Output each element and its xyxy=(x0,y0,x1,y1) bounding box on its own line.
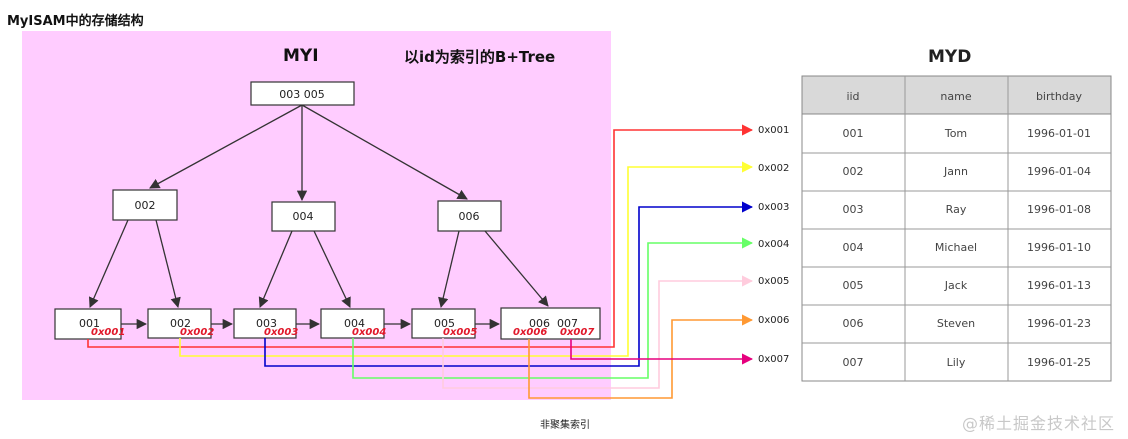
tree-edges xyxy=(88,104,549,330)
leaf-node-001: 001 0x001 xyxy=(54,308,125,340)
table-cell: Michael xyxy=(935,241,977,254)
myi-subtitle: 以id为索引的B+Tree xyxy=(404,48,555,66)
page-title: MyISAM中的存储结构 xyxy=(7,14,144,29)
address-label: 0x001 xyxy=(758,125,789,136)
leaf-node-004: 004 0x004 xyxy=(320,308,386,339)
myd-table: iid name birthday 001 Tom 1996-01-01 002… xyxy=(801,75,1112,382)
diagram-caption: 非聚集索引 xyxy=(540,420,590,431)
myi-label: MYI xyxy=(283,46,319,66)
pointer-line xyxy=(442,275,754,389)
pointer-line xyxy=(179,161,754,357)
address-label: 0x003 xyxy=(758,202,789,213)
table-cell: 1996-01-23 xyxy=(1027,317,1091,330)
internal-node-label: 002 xyxy=(135,199,156,212)
leaf-node-key: 004 xyxy=(344,317,365,330)
internal-node-006: 006 xyxy=(437,200,502,232)
pointer-line xyxy=(87,124,754,348)
tree-edge xyxy=(149,104,303,189)
table-cell: Ray xyxy=(946,203,967,216)
column-header: iid xyxy=(846,90,859,103)
address-label: 0x002 xyxy=(758,163,789,174)
leaf-node-key: 002 xyxy=(170,317,191,330)
table-cell: 004 xyxy=(843,241,864,254)
table-cell: 001 xyxy=(843,127,864,140)
table-cell: 1996-01-10 xyxy=(1027,241,1091,254)
address-label: 0x004 xyxy=(758,239,789,250)
address-label: 0x007 xyxy=(758,354,789,365)
table-cell: 002 xyxy=(843,165,864,178)
pointer-line xyxy=(264,201,754,367)
watermark: @稀土掘金技术社区 xyxy=(962,414,1116,433)
pointer-line xyxy=(528,314,754,399)
table-cell: 003 xyxy=(843,203,864,216)
table-cell: 1996-01-13 xyxy=(1027,279,1091,292)
table-cell: 1996-01-25 xyxy=(1027,356,1091,369)
root-node: 003 005 xyxy=(250,81,355,106)
column-header: birthday xyxy=(1036,90,1083,103)
address-label: 0x006 xyxy=(758,315,789,326)
internal-node-002: 002 xyxy=(112,189,178,221)
tree-edge xyxy=(438,230,460,309)
leaf-node-addr: 0x001 xyxy=(91,327,125,338)
root-node-label: 003 005 xyxy=(279,88,325,101)
table-cell: Jann xyxy=(943,165,968,178)
column-header: name xyxy=(940,90,971,103)
pointer-line xyxy=(570,339,754,365)
table-cell: 006 xyxy=(843,317,864,330)
leaf-node-key: 001 xyxy=(79,317,100,330)
leaf-node-addr: 0x005 xyxy=(443,327,477,338)
leaf-node-002: 002 0x002 xyxy=(147,308,214,339)
table-cell: 1996-01-01 xyxy=(1027,127,1091,140)
myd-label: MYD xyxy=(928,47,971,67)
leaf-node-key: 003 xyxy=(256,317,277,330)
leaf-node-addr: 0x004 xyxy=(352,327,386,338)
table-cell: 005 xyxy=(843,279,864,292)
leaf-node-addr: 0x007 xyxy=(560,327,594,338)
tree-edge xyxy=(484,230,549,307)
table-cell: Tom xyxy=(944,127,967,140)
tree-edge xyxy=(313,230,351,308)
tree-edge xyxy=(155,219,181,309)
address-label: 0x005 xyxy=(758,276,789,287)
tree-edge xyxy=(301,104,468,200)
table-cell: Jack xyxy=(944,279,968,292)
tree-edge xyxy=(88,219,129,308)
table-cell: Lily xyxy=(947,356,966,369)
table-cell: 007 xyxy=(843,356,864,369)
leaf-node-addr: 0x006 xyxy=(513,327,547,338)
table-cell: Steven xyxy=(937,317,975,330)
table-cell: 1996-01-04 xyxy=(1027,165,1091,178)
leaf-node-006-007: 006 007 0x006 0x007 xyxy=(500,307,601,340)
internal-node-004: 004 xyxy=(271,201,336,232)
address-labels: 0x001 0x002 0x003 0x004 0x005 0x006 0x00… xyxy=(758,125,789,365)
pointer-line xyxy=(352,237,754,379)
leaf-node-addr: 0x002 xyxy=(180,327,214,338)
leaf-node-addr: 0x003 xyxy=(264,327,298,338)
pointer-lines xyxy=(87,124,754,399)
leaf-node-key: 005 xyxy=(434,317,455,330)
table-cell: 1996-01-08 xyxy=(1027,203,1091,216)
internal-node-label: 006 xyxy=(459,210,480,223)
leaf-node-key: 006 007 xyxy=(529,317,578,330)
leaf-node-005: 005 0x005 xyxy=(411,308,477,339)
leaf-node-003: 003 0x003 xyxy=(233,308,298,339)
internal-node-label: 004 xyxy=(293,210,314,223)
tree-edge xyxy=(258,230,293,308)
